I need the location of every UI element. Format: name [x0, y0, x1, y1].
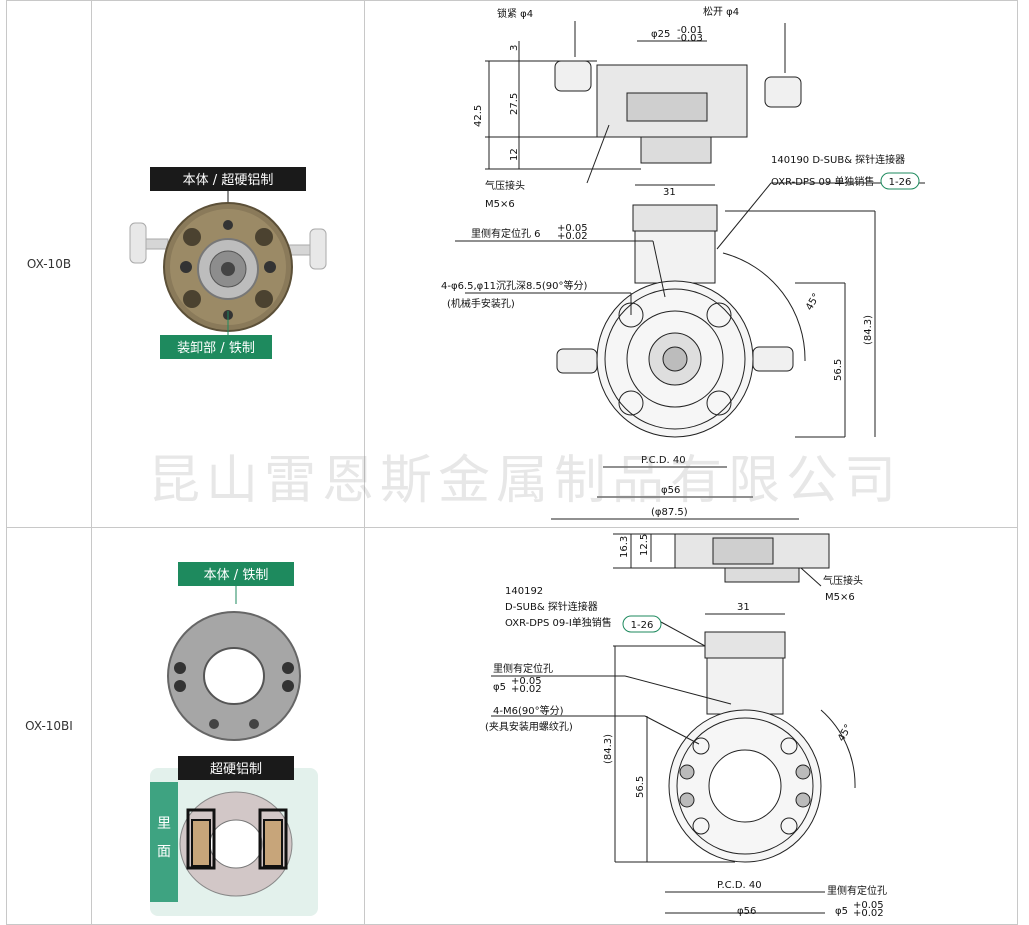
product-photo-ox10b: 本体 / 超硬铝制 装卸部 / 铁制: [129, 167, 327, 359]
product-photo-ox10bi: 本体 / 铁制 里 面 超硬铝制: [150, 562, 318, 916]
bottom-hole: 里侧有定位孔: [827, 884, 887, 897]
air-fitting-right: [309, 228, 327, 270]
page-ref: 1-26: [631, 620, 654, 631]
label-top-bg: [150, 167, 306, 191]
mount-holes: 4-M6(90°等分): [493, 704, 564, 717]
lock-label: 锁紧 φ4: [497, 7, 533, 20]
height-3: 3: [509, 45, 520, 51]
angle-45: 45°: [836, 723, 854, 744]
height-56: 56.5: [833, 359, 844, 381]
height-56: 56.5: [635, 776, 646, 798]
label-bottom-bg: [178, 756, 294, 780]
label-top-bg: [178, 562, 294, 586]
height-27: 27.5: [509, 93, 520, 115]
height-12: 12.5: [639, 534, 650, 556]
photo-cell: 本体 / 铁制 里 面 超硬铝制: [91, 527, 365, 925]
side-label: 里: [157, 816, 171, 832]
air-joint-size: M5×6: [825, 592, 855, 603]
label-top: 本体 / 超硬铝制: [183, 173, 274, 188]
air-joint-label: 气压接头: [485, 179, 525, 192]
bottom-tol-minus: +0.02: [853, 908, 884, 919]
label-bottom: 超硬铝制: [210, 762, 262, 777]
label-top: 本体 / 铁制: [204, 568, 269, 583]
width-31: 31: [663, 187, 676, 198]
label-bottom: 装卸部 / 铁制: [177, 340, 255, 356]
model-name: OX-10BI: [25, 719, 73, 733]
page-ref-badge: [880, 172, 920, 190]
table-row: OX-10BI 本体 / 铁制 里 面 超硬铝制: [6, 527, 1018, 925]
mount-note: (夹具安装用螺纹孔): [485, 720, 573, 733]
angle-45: 45°: [804, 292, 822, 313]
front-view: [491, 613, 856, 914]
front-view: [455, 182, 925, 520]
model-name: OX-10B: [26, 257, 72, 271]
air-joint-label: 气压接头: [823, 574, 863, 587]
diameter-56: φ56: [737, 906, 756, 917]
air-joint-size: M5×6: [485, 199, 515, 210]
connector-code: 140192: [505, 586, 543, 597]
spec-table: OX-10B 本体 / 超硬铝制: [6, 0, 1018, 925]
page-ref: 1-26: [889, 177, 912, 188]
pcd-40: P.C.D. 40: [717, 880, 762, 891]
mount-holes: 4-φ6.5,φ11沉孔深8.5(90°等分): [441, 279, 587, 292]
connector-sale: OXR-DPS 09-I单独销售: [505, 616, 612, 629]
technical-drawing-ox10bi: 16.3 12.5 气压接头 M5×6: [485, 533, 887, 919]
table-row: OX-10B 本体 / 超硬铝制: [6, 0, 1018, 528]
height-16: 16.3: [619, 536, 630, 558]
positioning-tol-minus: +0.02: [557, 231, 588, 242]
top-view: [485, 21, 802, 184]
connector-sale: OXR-DPS 09 单独销售: [771, 175, 874, 188]
positioning-tol-minus: +0.02: [511, 684, 542, 695]
positioning-tol-plus: +0.05: [511, 676, 542, 687]
positioning-dia: φ5: [493, 682, 506, 693]
height-total: 42.5: [473, 105, 484, 127]
width-phi25: φ25: [651, 29, 670, 40]
positioning-tol-plus: +0.05: [557, 223, 588, 234]
photo-cell: 本体 / 超硬铝制 装卸部 / 铁制: [91, 0, 365, 528]
model-cell: OX-10BI: [6, 527, 92, 925]
mount-note: (机械手安装孔): [447, 297, 515, 310]
positioning-hole: 里侧有定位孔: [493, 662, 553, 675]
svg-text:面: 面: [157, 844, 171, 860]
drawing-cell: 16.3 12.5 气压接头 M5×6: [364, 527, 1018, 925]
width-tol-minus: -0.03: [677, 33, 703, 44]
technical-drawing-ox10b: 锁紧 φ4 松开 φ4 φ25 -0.01 -0.03 42.5 3 27.5 …: [441, 5, 925, 520]
diameter-87: (φ87.5): [651, 507, 688, 518]
width-tol-plus: -0.01: [677, 25, 703, 36]
top-view: [613, 533, 830, 587]
connector-code: 140190 D-SUB& 探针连接器: [771, 153, 905, 166]
label-bottom-bg: [160, 335, 272, 359]
pcd-40: P.C.D. 40: [641, 455, 686, 466]
height-84: (84.3): [863, 315, 874, 345]
bottom-dia: φ5: [835, 906, 848, 917]
model-cell: OX-10B: [6, 0, 92, 528]
width-31: 31: [737, 602, 750, 613]
drawing-cell: 锁紧 φ4 松开 φ4 φ25 -0.01 -0.03 42.5 3 27.5 …: [364, 0, 1018, 528]
bottom-tol-plus: +0.05: [853, 900, 884, 911]
release-label: 松开 φ4: [703, 5, 739, 18]
height-84: (84.3): [603, 734, 614, 764]
connector-type: D-SUB& 探针连接器: [505, 600, 598, 613]
height-12: 12: [509, 148, 520, 161]
diameter-56: φ56: [661, 485, 680, 496]
positioning-hole: 里侧有定位孔 6: [471, 227, 541, 240]
page-ref-badge: [622, 615, 662, 633]
air-fitting-left: [129, 222, 147, 264]
